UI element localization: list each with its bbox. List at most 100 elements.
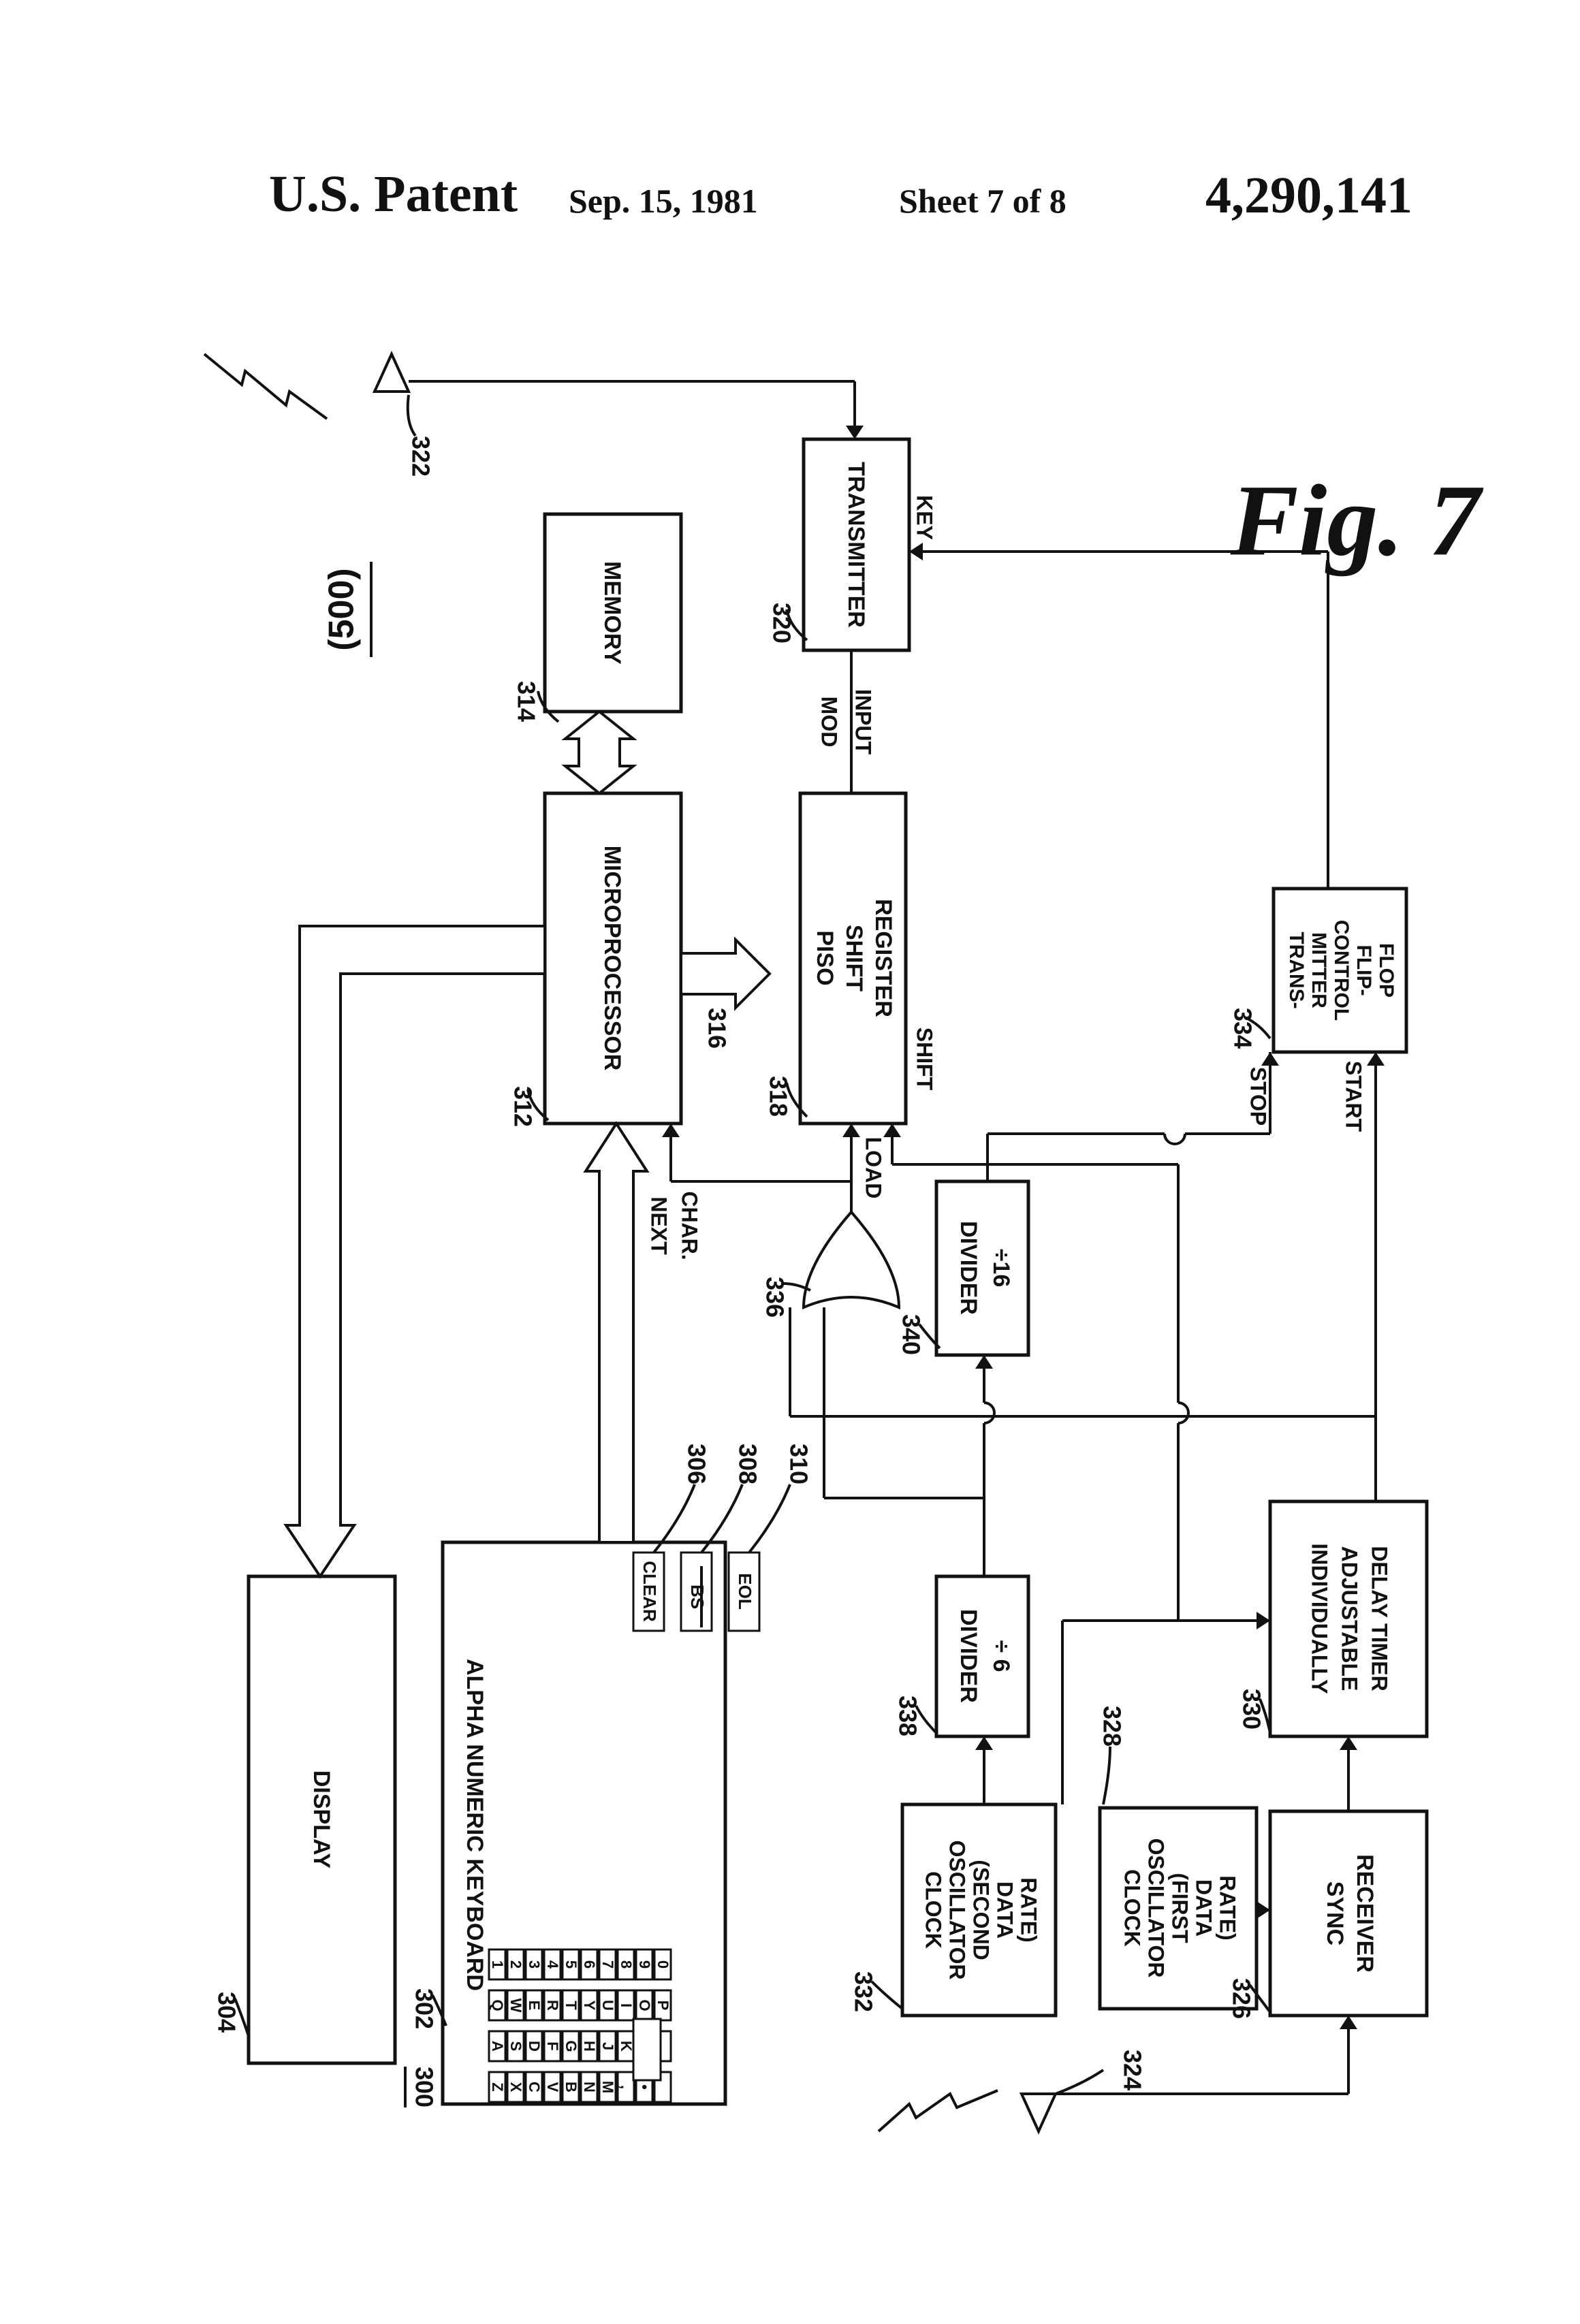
keyboard-key-label: J — [599, 2042, 616, 2050]
keyboard-key-label: V — [544, 2082, 561, 2092]
delay-line2: ADJUSTABLE — [1338, 1546, 1362, 1691]
divider6-ref: 338 — [894, 1696, 921, 1736]
keyboard-key-label: B — [563, 2082, 580, 2092]
header-sheet: Sheet 7 of 8 — [899, 182, 1066, 220]
eol-key-label: EOL — [735, 1573, 755, 1610]
tx-antenna-icon — [375, 354, 409, 392]
rx-antenna-icon — [1022, 2094, 1056, 2131]
keyboard-ref: 302 — [410, 1988, 438, 2029]
keyboard-key-label: I — [618, 2003, 635, 2007]
clock2-line5: RATE) — [1017, 1877, 1041, 1942]
keyboard-key-label: X — [507, 2082, 524, 2092]
keyboard-key-label: Y — [581, 2001, 598, 2011]
figure-label: Fig. 7 — [1230, 464, 1484, 577]
or-gate-336-icon — [804, 1212, 899, 1307]
keyboard-key-label: 7 — [599, 1960, 616, 1969]
divider16-line2: ÷16 — [988, 1249, 1014, 1287]
piso-line2: SHIFT — [841, 925, 867, 991]
clock1-line1: CLOCK — [1120, 1869, 1145, 1947]
keyboard-key-label: 4 — [544, 1960, 561, 1969]
clock2-ref: 332 — [849, 1971, 877, 2012]
keyboard-key-label: 2 — [507, 1960, 524, 1969]
keyboard-microprocessor-bus — [586, 1124, 647, 1542]
clock1-line3: (FIRST — [1168, 1873, 1192, 1943]
keyboard-title: ALPHA NUMERIC KEYBOARD — [462, 1659, 488, 1991]
eol-key-ref: 310 — [785, 1444, 812, 1484]
rx-lightning-icon — [879, 2090, 998, 2131]
spacebar-key[interactable] — [633, 2019, 661, 2080]
signal-stop: STOP — [1246, 1067, 1271, 1126]
memory-microprocessor-bus — [565, 712, 633, 793]
signal-start: START — [1342, 1061, 1366, 1132]
transmitter-label: TRANSMITTER — [843, 462, 869, 628]
signal-key: KEY — [913, 495, 937, 540]
divider6-line1: DIVIDER — [955, 1609, 981, 1703]
clock1-ref: 328 — [1098, 1706, 1126, 1747]
display-label: DISPLAY — [309, 1770, 334, 1869]
signal-next: NEXT — [647, 1196, 672, 1255]
bs-key-label: BS — [687, 1585, 708, 1609]
piso-ref: 318 — [764, 1076, 792, 1117]
signal-char: CHAR. — [678, 1191, 702, 1260]
keyboard-key-label: 8 — [618, 1960, 635, 1969]
keyboard-key-label: 1 — [489, 1960, 506, 1969]
keyboard-key-label: 9 — [636, 1960, 653, 1969]
flipflop-line4: FLIP- — [1353, 945, 1375, 996]
signal-load: LOAD — [862, 1137, 886, 1199]
clock1-line4: DATA — [1192, 1879, 1216, 1937]
keyboard-key-label: Q — [489, 1999, 506, 2011]
keyboard-key-label: A — [489, 2041, 506, 2052]
keyboard-key-label: E — [526, 2001, 543, 2011]
keyboard-key-label: • — [636, 2084, 653, 2090]
signal-shift: SHIFT — [913, 1028, 937, 1091]
header-patent-number: 4,290,141 — [1205, 167, 1412, 224]
keyboard-key-label: S — [507, 2041, 524, 2052]
signal-input: INPUT — [851, 689, 876, 754]
keyboard-key-label: C — [526, 2082, 543, 2092]
keyboard-key-label: M — [599, 2081, 616, 2093]
keyboard-key-label: D — [526, 2041, 543, 2052]
keyboard-key-label: O — [636, 1999, 653, 2011]
signal-mod: MOD — [817, 697, 842, 748]
clock2-line3: (SECOND — [969, 1860, 994, 1960]
microprocessor-piso-bus — [681, 940, 770, 1008]
piso-line3: REGISTER — [870, 899, 896, 1017]
memory-ref: 314 — [512, 681, 540, 722]
microprocessor-display-bus — [286, 926, 545, 1576]
clock1-line5: RATE) — [1216, 1875, 1240, 1940]
keyboard-key-label: 5 — [563, 1960, 580, 1969]
delay-ref: 330 — [1237, 1689, 1265, 1730]
keyboard-key-label: N — [581, 2082, 598, 2092]
keyboard-key-label: , — [618, 2085, 635, 2089]
clock2-line2: OSCILLATOR — [945, 1840, 970, 1979]
delay-line3: DELAY TIMER — [1368, 1546, 1392, 1691]
keyboard-key-label: H — [581, 2041, 598, 2052]
tx-antenna-ref: 322 — [407, 436, 434, 477]
delay-line1: INDIVIDUALLY — [1308, 1543, 1332, 1693]
keyboard-key-label: 6 — [581, 1960, 598, 1969]
keyboard-key-label: F — [544, 2041, 561, 2050]
flipflop-line3: CONTROL — [1330, 920, 1353, 1021]
flipflop-line2: MITTER — [1308, 932, 1330, 1008]
microprocessor-ref: 312 — [509, 1086, 537, 1127]
keyboard-key-label: G — [563, 2040, 580, 2052]
bus-316-ref: 316 — [703, 1008, 731, 1049]
keyboard-system-ref: 300 — [410, 2067, 438, 2107]
keyboard-key-label: P — [654, 2001, 672, 2011]
microprocessor-label: MICROPROCESSOR — [599, 846, 625, 1071]
clear-key-label: CLEAR — [639, 1561, 660, 1622]
keyboard-key-label: Z — [489, 2082, 506, 2091]
keyboard-key-label: W — [507, 1999, 524, 2013]
divider6-line2: ÷ 6 — [988, 1640, 1014, 1672]
tx-lightning-icon — [204, 354, 327, 419]
divider16-line1: DIVIDER — [955, 1221, 981, 1315]
clock2-line1: CLOCK — [921, 1871, 946, 1949]
sync-line2: RECEIVER — [1352, 1854, 1378, 1973]
clock1-line2: OSCILLATOR — [1144, 1838, 1169, 1977]
keyboard-key-label: 0 — [654, 1960, 672, 1969]
flipflop-ref: 334 — [1229, 1008, 1257, 1049]
keyboard-key-label: R — [544, 2000, 561, 2011]
divider16-ref: 340 — [897, 1314, 925, 1355]
